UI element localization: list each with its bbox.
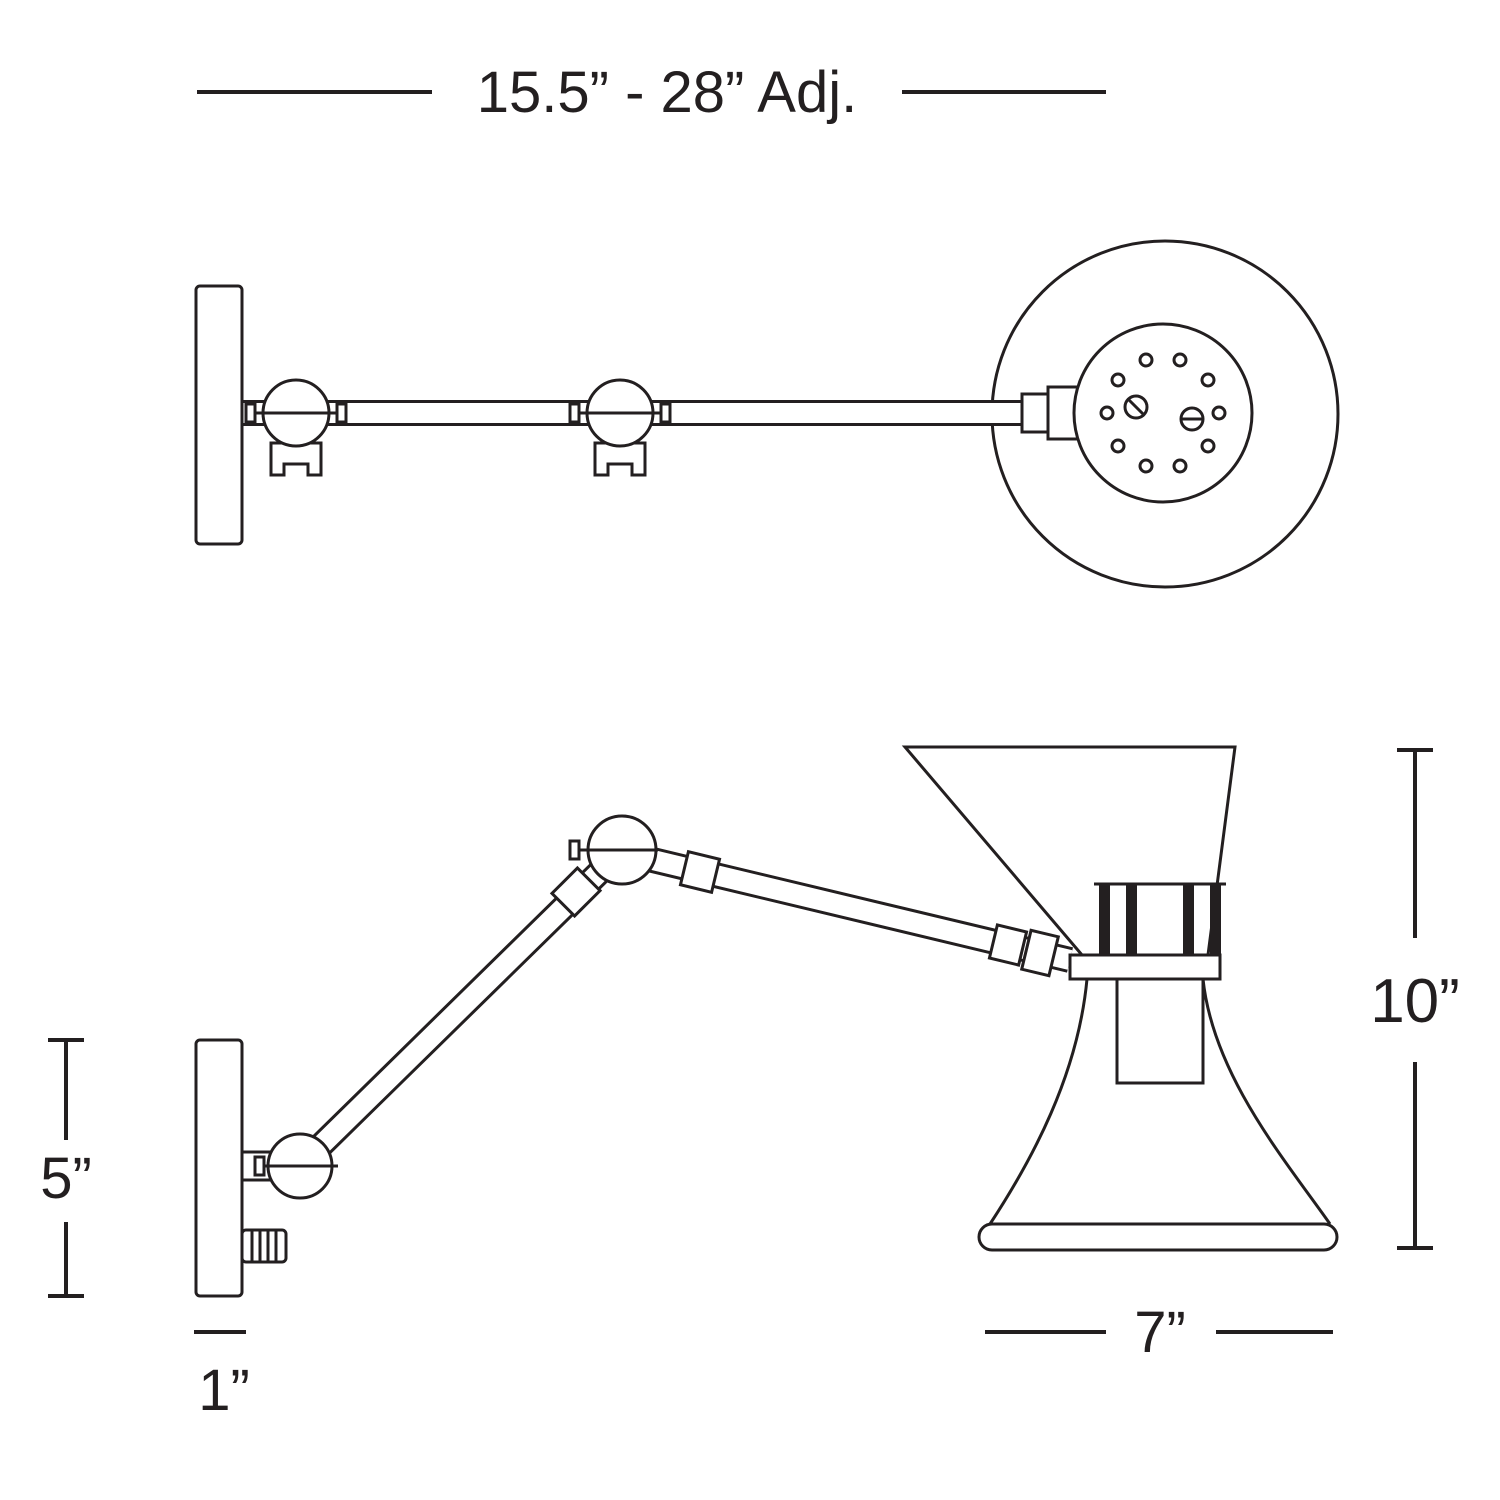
dimension-arm-reach: 15.5” - 28” Adj. <box>197 60 1106 125</box>
bell-rim <box>977 1222 1339 1252</box>
bolt-cap-right <box>335 402 348 424</box>
coupler <box>987 923 1029 967</box>
lower-arm-sleeve <box>549 865 603 919</box>
coupler <box>1019 928 1061 978</box>
switch-knob <box>240 1228 288 1264</box>
hub-rivet <box>1200 438 1216 454</box>
lamp-coupler-2 <box>1019 928 1061 978</box>
joint-bracket <box>269 441 323 477</box>
hub-ring <box>1072 322 1254 504</box>
hub-screw-left <box>1123 394 1149 420</box>
shade-hub <box>1072 322 1254 504</box>
hub-rivet <box>1172 352 1188 368</box>
lamp-coupler-1 <box>987 923 1029 967</box>
dimension-shade-width: 7” <box>985 1300 1333 1365</box>
wall-plate-top <box>194 284 244 546</box>
collar <box>678 849 722 895</box>
socket-box <box>1115 977 1205 1085</box>
arm-coupler-small <box>1020 392 1050 434</box>
dimension-backplate-depth: 1” <box>194 1330 250 1423</box>
dimension-backplate-height: 5” <box>40 1038 92 1298</box>
bell-left-edge <box>988 978 1089 1225</box>
bolt-cap <box>568 839 581 861</box>
top-view <box>194 239 1340 589</box>
bracket-bar <box>1126 884 1137 956</box>
dim-label-backplate-depth: 1” <box>198 1358 250 1423</box>
bracket-bar <box>1210 884 1221 956</box>
hub-rivet <box>1138 352 1154 368</box>
side-view <box>194 745 1339 1298</box>
dim-label-backplate-height: 5” <box>40 1146 92 1211</box>
bolt-cap-left <box>244 402 257 424</box>
hub-rivet <box>1200 372 1216 388</box>
bracket-bar <box>1099 884 1110 956</box>
sleeve <box>549 865 603 919</box>
upper-arm-collar <box>678 849 722 895</box>
wall-joint <box>242 1132 338 1200</box>
hub-rivet <box>1172 458 1188 474</box>
bolt-cap <box>253 1155 266 1177</box>
shade-bell <box>977 978 1339 1252</box>
joint-bracket <box>593 441 647 477</box>
bracket-bar <box>1183 884 1194 956</box>
swivel-joint-2 <box>568 378 672 477</box>
swivel-joint-1 <box>244 378 348 477</box>
hub-rivet <box>1211 405 1227 421</box>
dim-label-lamp-height: 10” <box>1370 967 1460 1036</box>
wall-plate-side <box>194 1038 244 1298</box>
waist-band <box>1068 953 1222 981</box>
hub-rivet <box>1099 405 1115 421</box>
bolt-cap-left <box>568 402 581 424</box>
bolt-cap-right <box>659 402 672 424</box>
bell-right-edge <box>1201 978 1332 1225</box>
elbow-joint <box>568 814 658 886</box>
socket-bracket-bars <box>1094 882 1226 956</box>
knob-body <box>240 1228 288 1264</box>
screw-slot <box>1126 397 1146 417</box>
hub-rivet <box>1138 458 1154 474</box>
dim-label-arm-reach: 15.5” - 28” Adj. <box>477 60 857 125</box>
dim-label-shade-width: 7” <box>1134 1300 1186 1365</box>
hub-rivet <box>1110 372 1126 388</box>
hub-rivet <box>1110 438 1126 454</box>
dimension-lamp-height: 10” <box>1370 748 1460 1250</box>
